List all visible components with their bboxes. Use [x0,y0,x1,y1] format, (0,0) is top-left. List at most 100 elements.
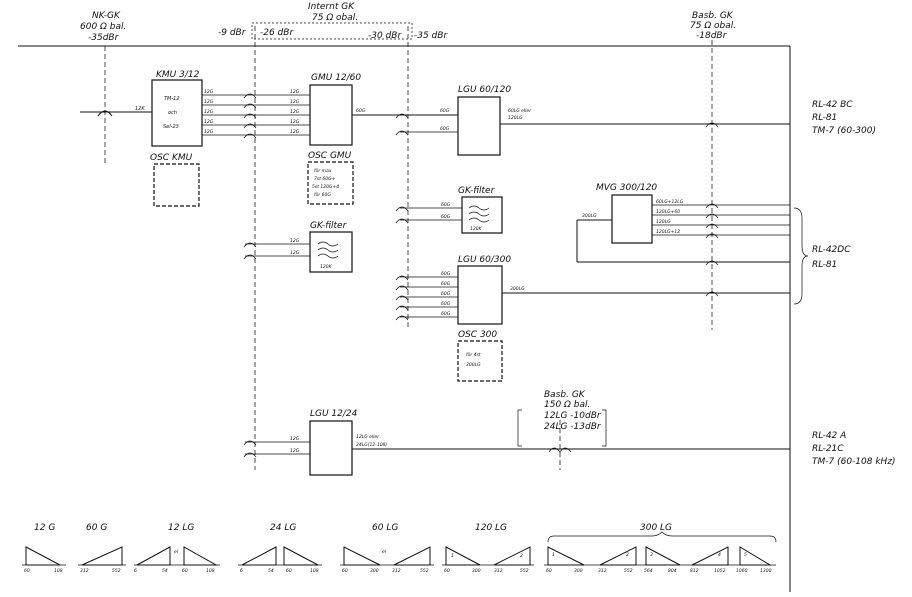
svg-text:60: 60 [342,568,348,574]
svg-text:-35dBr: -35dBr [88,33,120,43]
svg-text:LGU 60/300: LGU 60/300 [458,255,511,265]
svg-text:1: 1 [552,552,555,558]
right-group-3: RL-42 A RL-21C TM-7 (60-108 kHz) [812,431,896,467]
svg-text:12G: 12G [290,448,300,454]
svg-text:LGU 12/24: LGU 12/24 [310,409,358,419]
svg-text:Internt GK: Internt GK [308,2,355,12]
svg-text:12G: 12G [290,436,300,442]
svg-text:1052: 1052 [714,568,726,574]
svg-text:108: 108 [310,568,319,574]
svg-text:12G: 12G [290,109,300,115]
svg-text:60: 60 [546,568,552,574]
svg-text:54: 54 [162,568,168,574]
svg-text:300: 300 [472,568,481,574]
svg-text:RL-21C: RL-21C [812,444,844,454]
svg-text:120 LG: 120 LG [475,523,507,533]
svg-text:60LG+12LG: 60LG+12LG [656,199,684,205]
svg-text:1: 1 [451,553,454,559]
svg-text:60 LG: 60 LG [372,523,398,533]
svg-text:60 G: 60 G [86,523,107,533]
nk-gk-label: NK-GK 600 Ω bal. -35dBr [80,11,126,43]
svg-text:1060: 1060 [736,568,748,574]
spectrum-60lg: 60 LG el 60 300 312 552 [340,523,434,574]
svg-text:GK-filter: GK-filter [458,186,496,196]
svg-text:TM-7 (60-108 kHz): TM-7 (60-108 kHz) [812,457,896,467]
svg-text:Basb. GK: Basb. GK [692,11,734,21]
svg-text:150 Ω bal.: 150 Ω bal. [544,400,590,410]
mvg-block: MVG 300/120 300LG 60LG+12LG 120LG+60 120… [576,183,790,266]
svg-text:RL-42DC: RL-42DC [812,245,851,255]
svg-text:12G: 12G [290,238,300,244]
svg-text:12K: 12K [135,106,145,112]
svg-text:60G: 60G [441,214,451,220]
svg-text:300LG: 300LG [582,213,597,219]
svg-text:för 4st: för 4st [466,352,481,358]
svg-text:12G: 12G [290,250,300,256]
svg-text:KMU 3/12: KMU 3/12 [156,70,200,80]
svg-text:54: 54 [268,568,274,574]
svg-text:TM-12: TM-12 [164,96,180,102]
lgu-60-300-block: LGU 60/300 60G 60G 60G 60G 60G 300LG [395,255,790,325]
svg-text:120LG+60: 120LG+60 [656,209,680,215]
svg-text:24LG -13dBr: 24LG -13dBr [544,422,602,432]
svg-text:12G: 12G [290,119,300,125]
gk-filter-mid-block: GK-filter 120K 60G 60G [395,186,503,234]
svg-text:-18dBr: -18dBr [696,31,728,41]
svg-text:312: 312 [392,568,401,574]
svg-text:OSC GMU: OSC GMU [308,151,352,161]
svg-text:RL-81: RL-81 [812,260,837,270]
svg-text:60: 60 [24,568,30,574]
svg-text:12 LG: 12 LG [168,523,194,533]
svg-text:RL-81: RL-81 [812,113,837,123]
svg-text:60G: 60G [441,202,451,208]
svg-text:4: 4 [718,552,721,558]
svg-text:RL-42 BC: RL-42 BC [812,100,853,110]
right-group-2: RL-42DC RL-81 [793,207,851,305]
spectrum-24lg: 24 LG 6 54 60 108 [238,523,322,574]
svg-text:120LG+12: 120LG+12 [656,229,680,235]
svg-text:12LG -10dBr: 12LG -10dBr [544,411,602,421]
svg-text:60: 60 [444,568,450,574]
svg-text:60: 60 [286,568,292,574]
svg-text:120K: 120K [470,226,483,232]
svg-text:564: 564 [644,568,653,574]
svg-text:6: 6 [134,568,137,574]
svg-text:60G: 60G [441,301,451,307]
spectrum-12lg: 12 LG el 6 54 60 108 [134,523,220,574]
svg-text:12G: 12G [290,129,300,135]
svg-text:108: 108 [206,568,215,574]
svg-text:300 LG: 300 LG [640,523,672,533]
svg-text:TM-7 (60-300): TM-7 (60-300) [812,126,876,136]
lgu-60-120-block: LGU 60/120 60G 60G 60LG eller 120LG [395,85,790,156]
spectrum-120lg: 120 LG 1 2 60 300 312 552 [442,523,534,574]
level-labels: -9 dBr -26 dBr -30 dBr -35 dBr [218,28,448,41]
svg-text:2: 2 [520,553,523,559]
svg-text:312: 312 [494,568,503,574]
svg-text:60G: 60G [441,281,451,287]
spectrum-300lg: 300 LG 1 2 3 4 5 60 300 312 552 564 804 … [544,523,777,574]
svg-text:LGU 60/120: LGU 60/120 [458,85,511,95]
osc-300-block: OSC 300 för 4st 300LG [457,330,503,382]
svg-text:5: 5 [744,552,747,558]
svg-text:OSC KMU: OSC KMU [150,153,193,163]
gk-filter-left-block: GK-filter 120K 12G 12G [243,221,353,273]
svg-text:312: 312 [80,568,89,574]
intern-gk-label: Internt GK 75 Ω obal. [251,2,413,40]
svg-text:Basb. GK: Basb. GK [544,390,586,400]
svg-text:300LG: 300LG [466,362,481,368]
svg-text:60G: 60G [356,108,366,114]
osc-gmu-block: OSC GMU för max 7st 60G+ 5st 120G+4 för … [307,151,354,205]
svg-text:7st 60G+: 7st 60G+ [314,176,336,182]
svg-text:60G: 60G [441,291,451,297]
svg-text:el: el [382,549,387,555]
svg-text:för 60G: för 60G [314,192,331,198]
svg-text:12 G: 12 G [34,523,55,533]
svg-text:600 Ω bal.: 600 Ω bal. [80,22,126,32]
svg-text:300: 300 [574,568,583,574]
svg-text:300: 300 [370,568,379,574]
svg-text:60: 60 [182,568,188,574]
svg-text:-35 dBr: -35 dBr [414,31,448,41]
svg-text:552: 552 [420,568,429,574]
svg-text:RL-42 A: RL-42 A [812,431,846,441]
